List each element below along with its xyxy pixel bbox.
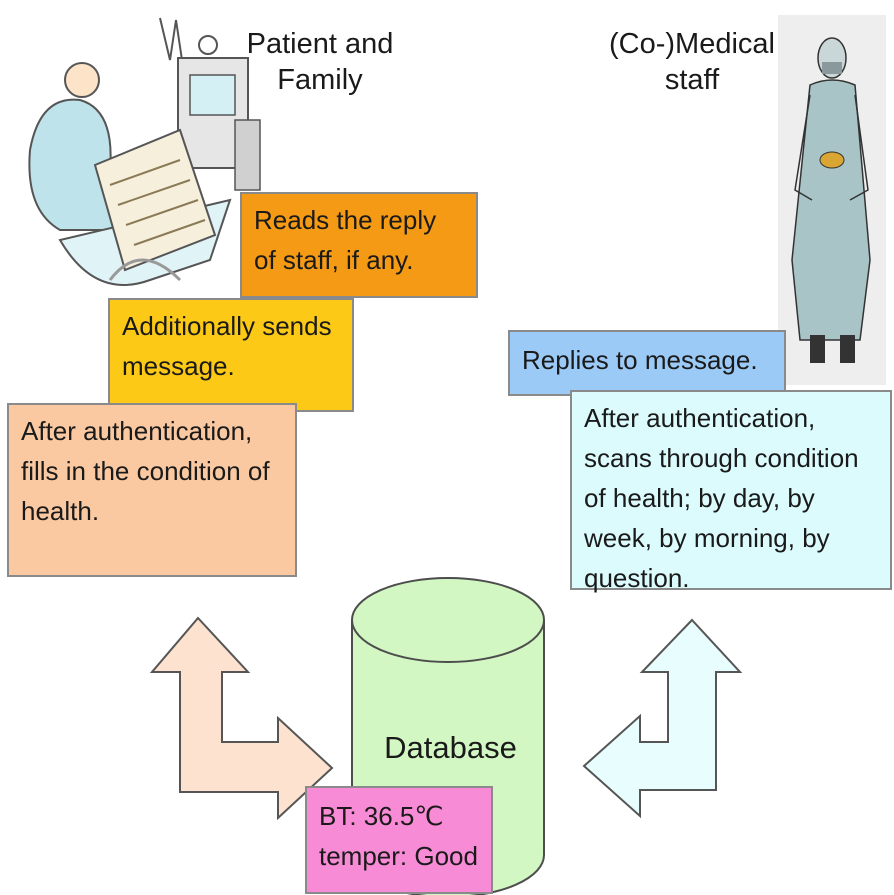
reads-reply-box: Reads the reply of staff, if any. (240, 192, 478, 298)
patient-family-label: Patient and Family (246, 28, 394, 96)
staff-illustration (778, 15, 886, 385)
fills-condition-box: After authentication, fills in the condi… (7, 403, 297, 577)
vitals-box: BT: 36.5℃ temper: Good (305, 786, 493, 894)
sends-message-box: Additionally sends message. (108, 298, 354, 412)
database-label: Database (384, 730, 517, 765)
patient-illustration (28, 17, 261, 286)
scans-condition-box: After authentication, scans through cond… (570, 390, 892, 593)
replies-box: Replies to message. (508, 330, 786, 396)
bent-arrow-left (149, 616, 334, 821)
bent-arrow-right (582, 618, 743, 819)
medical-staff-label: (Co-)Medical staff (609, 28, 775, 96)
